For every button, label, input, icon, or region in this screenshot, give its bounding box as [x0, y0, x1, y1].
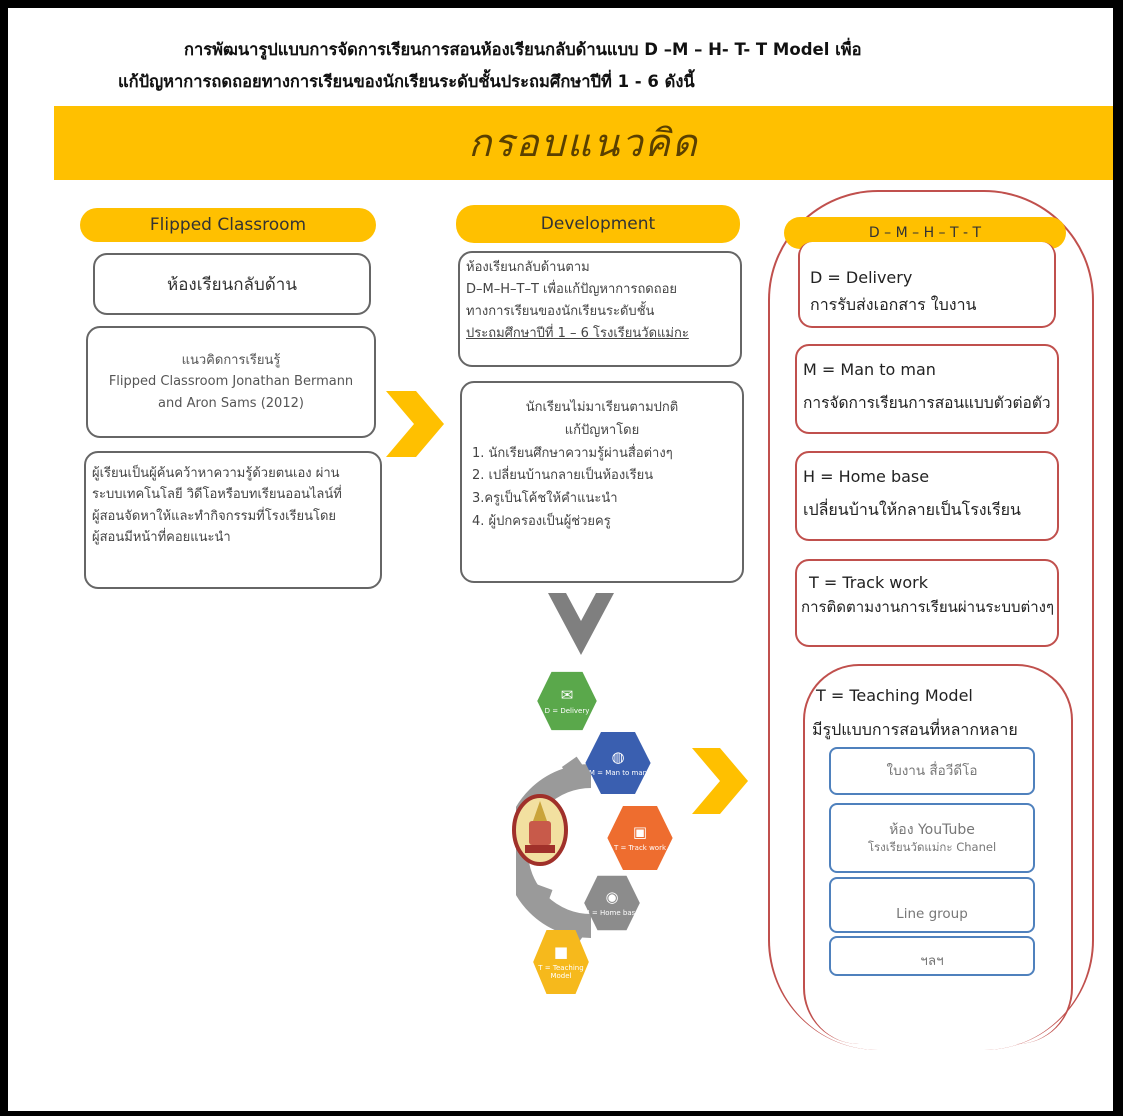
hex-man-label: M = Man to man [588, 768, 648, 777]
hex-man-to-man: ◍ M = Man to man [585, 731, 651, 795]
hex-home-base: ◉ H = Home base [584, 875, 640, 931]
video-camera-icon: ■ [553, 942, 569, 961]
teaching-option-youtube: ห้อง YouTube โรงเรียนวัดแม่กะ Chanel [829, 803, 1035, 873]
track-work-title: T = Track work [809, 573, 929, 592]
envelope-icon: ✉ [560, 685, 574, 704]
option-2-line-2: โรงเรียนวัดแม่กะ Chanel [867, 839, 997, 854]
development-box-2: นักเรียนไม่มาเรียนตามปกติ แก้ปัญหาโดย 1.… [460, 381, 744, 583]
option-2-line-1: ห้อง YouTube [889, 821, 975, 838]
option-1-line-1: ใบงาน สื่อวีดีโอ [886, 762, 978, 779]
option-3-line-1: Line group [896, 905, 968, 922]
flipped-desc-line-1: ผู้เรียนเป็นผู้ค้นคว้าหาความรู้ด้วยตนเอง… [92, 466, 340, 481]
flipped-desc-line-3: ผู้สอนจัดหาให้และทำกิจกรรมที่โรงเรียนโดย [92, 508, 337, 524]
track-work-desc: การติดตามงานการเรียนผ่านระบบต่างๆ [801, 597, 1055, 616]
flipped-desc-line-2: ระบบเทคโนโลยี วิดีโอหรือบทเรียนออนไลน์ที… [92, 487, 342, 503]
man-to-man-desc: การจัดการเรียนการสอนแบบตัวต่อตัว [803, 393, 1051, 412]
dev-box2-line-3: 1. นักเรียนศึกษาความรู้ผ่านสื่อต่างๆ [472, 445, 673, 461]
flipped-concept-line-3: and Aron Sams (2012) [158, 395, 304, 411]
home-base-title: H = Home base [803, 467, 930, 486]
dev-box1-line-3: ทางการเรียนของนักเรียนระดับชั้น [466, 304, 655, 320]
dev-box2-line-5: 3.ครูเป็นโค้ชให้คำแนะนำ [472, 491, 618, 506]
dmhtt-item-man-to-man: M = Man to man การจัดการเรียนการสอนแบบตั… [795, 344, 1059, 434]
concept-banner: กรอบแนวคิด [54, 106, 1113, 180]
flipped-description-box: ผู้เรียนเป็นผู้ค้นคว้าหาความรู้ด้วยตนเอง… [84, 451, 382, 589]
home-base-desc: เปลี่ยนบ้านให้กลายเป็นโรงเรียน [803, 499, 1021, 519]
hex-home-label: H = Home base [584, 908, 640, 917]
hex-delivery-label: D = Delivery [544, 706, 590, 715]
camera-icon: ◉ [605, 887, 619, 906]
dev-box2-line-2: แก้ปัญหาโดย [564, 422, 640, 438]
teaching-model-frame [803, 664, 1073, 1044]
chevron-right-arrow-2 [692, 748, 748, 814]
dmhtt-item-home-base: H = Home base เปลี่ยนบ้านให้กลายเป็นโรงเ… [795, 451, 1059, 541]
dmhtt-item-track-work: T = Track work การติดตามงานการเรียนผ่านร… [795, 559, 1059, 647]
flipped-box-title-text: ห้องเรียนกลับด้าน [167, 274, 297, 295]
flipped-concept-line-2: Flipped Classroom Jonathan Bermann [108, 374, 354, 390]
dev-box1-line-4: ประถมศึกษาปีที่ 1 – 6 โรงเรียนวัดแม่กะ [466, 326, 689, 342]
school-emblem-logo [512, 794, 568, 866]
option-4-line-1: ฯลฯ [920, 952, 944, 969]
dev-box2-line-4: 2. เปลี่ยนบ้านกลายเป็นห้องเรียน [472, 468, 654, 484]
dev-box1-line-2: D–M–H–T–T เพื่อแก้ปัญหาการถดถอย [466, 282, 678, 298]
development-box-1: ห้องเรียนกลับด้านตาม D–M–H–T–T เพื่อแก้ป… [458, 251, 742, 367]
teaching-model-desc: มีรูปแบบการสอนที่หลากหลาย [812, 720, 1018, 739]
teaching-option-etc: ฯลฯ [829, 936, 1035, 976]
chevron-right-arrow-1 [386, 391, 444, 457]
page: การพัฒนารูปแบบการจัดการเรียนการสอนห้องเร… [8, 8, 1113, 1111]
flipped-classroom-header: Flipped Classroom [80, 208, 376, 242]
teaching-model-title: T = Teaching Model [816, 686, 973, 705]
page-title-line-2: แก้ปัญหาการถดถอยทางการเรียนของนักเรียนระ… [118, 72, 695, 91]
flipped-box-title: ห้องเรียนกลับด้าน [93, 253, 371, 315]
delivery-title: D = Delivery [810, 268, 913, 287]
dev-box1-line-1: ห้องเรียนกลับด้านตาม [466, 260, 590, 275]
teaching-option-worksheet: ใบงาน สื่อวีดีโอ [829, 747, 1035, 795]
globe-icon: ◍ [611, 747, 625, 766]
flipped-desc-line-4: ผู้สอนมีหน้าที่คอยแนะนำ [92, 530, 231, 546]
dmhtt-item-delivery: D = Delivery การรับส่งเอกสาร ใบงาน [798, 242, 1056, 328]
chevron-down-arrow [548, 593, 614, 655]
hex-teaching-model: ■ T = Teaching Model [533, 930, 589, 994]
hex-delivery: ✉ D = Delivery [537, 671, 597, 731]
hex-teaching-label: T = Teaching Model [538, 963, 584, 980]
dev-box2-line-6: 4. ผู้ปกครองเป็นผู้ช่วยครู [472, 513, 611, 529]
hex-track-work: ▣ T = Track work [607, 806, 673, 870]
teaching-option-line-group: Line group [829, 877, 1035, 933]
dev-box2-line-1: นักเรียนไม่มาเรียนตามปกติ [525, 400, 679, 415]
flipped-concept-box: แนวคิดการเรียนรู้ Flipped Classroom Jona… [86, 326, 376, 438]
page-title-line-1: การพัฒนารูปแบบการจัดการเรียนการสอนห้องเร… [184, 40, 862, 59]
dmhtt-outer-frame [768, 190, 1094, 1050]
delivery-desc: การรับส่งเอกสาร ใบงาน [810, 294, 977, 314]
hex-track-label: T = Track work [613, 843, 667, 852]
flipped-concept-line-1: แนวคิดการเรียนรู้ [181, 352, 281, 368]
banner-title: กรอบแนวคิด [468, 121, 699, 165]
development-header: Development [456, 205, 740, 243]
man-to-man-title: M = Man to man [803, 360, 936, 379]
briefcase-icon: ▣ [632, 822, 648, 841]
